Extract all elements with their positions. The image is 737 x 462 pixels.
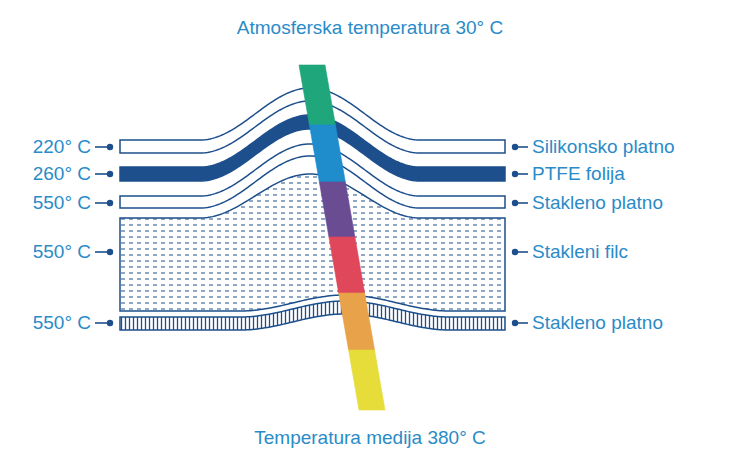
temperature-gradient-bar [309,125,345,182]
leader-dot [512,171,518,177]
temperature-limit: 550° C [33,311,91,335]
leader-dot [512,144,518,150]
leader-dot [107,200,113,206]
ambient-temperature: Atmosferska temperatura 30° C [237,16,503,40]
layer-name: Stakleni filc [532,240,628,264]
glass-felt-layer [120,174,505,311]
leader-dot [107,171,113,177]
temperature-gradient-bar [319,182,355,237]
layer-name: Stakleno platno [532,191,663,215]
leader-dot [512,320,518,326]
leader-dot [512,200,518,206]
leader-line [512,144,528,150]
temperature-limit: 260° C [33,162,91,186]
leader-dot [107,320,113,326]
temperature-gradient-bar [329,237,365,293]
layer-name: Silikonsko platno [532,135,675,159]
temperature-gradient-bar [299,65,335,125]
temperature-limit: 550° C [33,191,91,215]
layer-name: PTFE folija [532,162,625,186]
glass-cloth-layer [120,301,505,330]
leader-dot [107,144,113,150]
leader-line [512,320,528,326]
leader-dot [107,249,113,255]
temperature-gradient-bar [349,350,385,410]
leader-line [95,249,113,255]
leader-line [512,249,528,255]
leader-line [95,320,113,326]
temperature-limit: 220° C [33,135,91,159]
leader-line [512,200,528,206]
leader-line [95,200,113,206]
leader-line [95,171,113,177]
leader-dot [512,249,518,255]
leader-line [512,171,528,177]
temperature-gradient-bar [339,293,375,350]
temperature-limit: 550° C [33,240,91,264]
medium-temperature: Temperatura medija 380° C [254,426,486,450]
layer-name: Stakleno platno [532,311,663,335]
leader-line [95,144,113,150]
